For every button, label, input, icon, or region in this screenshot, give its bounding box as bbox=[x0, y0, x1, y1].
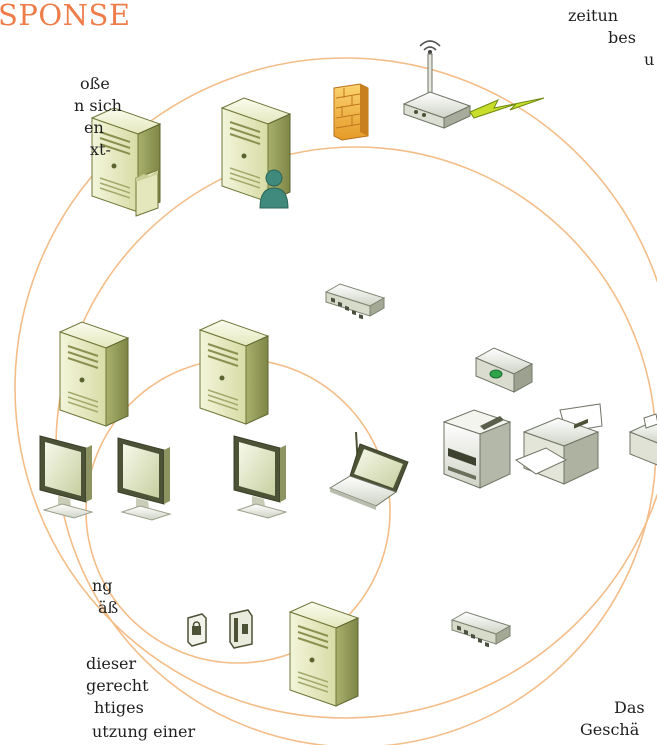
left-bottom-text-line: gerecht bbox=[86, 676, 149, 695]
left-top-text-line: oße bbox=[80, 74, 110, 93]
server-icon bbox=[199, 319, 269, 425]
left-top-text-line: en bbox=[84, 118, 104, 137]
server-icon bbox=[289, 601, 359, 707]
wireless-router-icon bbox=[402, 40, 472, 129]
laptop-icon bbox=[328, 431, 409, 510]
server-icon bbox=[59, 321, 129, 427]
section-heading: SPONSE bbox=[0, 0, 131, 32]
right-bottom-text-line: Das bbox=[614, 698, 645, 717]
right-bottom-text-line: Geschä bbox=[580, 720, 640, 739]
monitor-icon bbox=[39, 435, 93, 519]
printer-icon bbox=[514, 403, 603, 485]
door-lock-icon bbox=[229, 609, 253, 649]
printer-icon bbox=[628, 413, 657, 466]
network-hub-icon bbox=[474, 347, 534, 393]
multifunction-printer-icon bbox=[442, 409, 512, 489]
network-switch-icon bbox=[451, 611, 511, 648]
firewall-icon bbox=[333, 83, 369, 141]
outer-zone-circle bbox=[14, 57, 657, 719]
left-bottom-text-line: dieser bbox=[86, 654, 137, 673]
door-lock-icon bbox=[187, 613, 207, 647]
file-server-icon bbox=[91, 107, 161, 217]
left-top-text-line: n sich bbox=[74, 96, 122, 115]
monitor-icon bbox=[117, 437, 171, 521]
right-top-text-line: zeitun bbox=[568, 6, 619, 25]
monitor-icon bbox=[233, 435, 287, 519]
left-bottom-text-line: ng bbox=[92, 576, 113, 595]
left-bottom-text-line: utzung einer bbox=[92, 722, 196, 741]
network-switch-icon bbox=[325, 283, 385, 320]
user-server-icon bbox=[221, 97, 291, 209]
left-top-text-line: xt- bbox=[90, 140, 111, 159]
lightning-icon bbox=[469, 97, 545, 119]
left-bottom-text-line: htiges bbox=[94, 698, 144, 717]
right-top-text-line: u bbox=[644, 50, 655, 69]
right-top-text-line: bes bbox=[608, 28, 636, 47]
left-bottom-text-line: äß bbox=[98, 598, 119, 617]
